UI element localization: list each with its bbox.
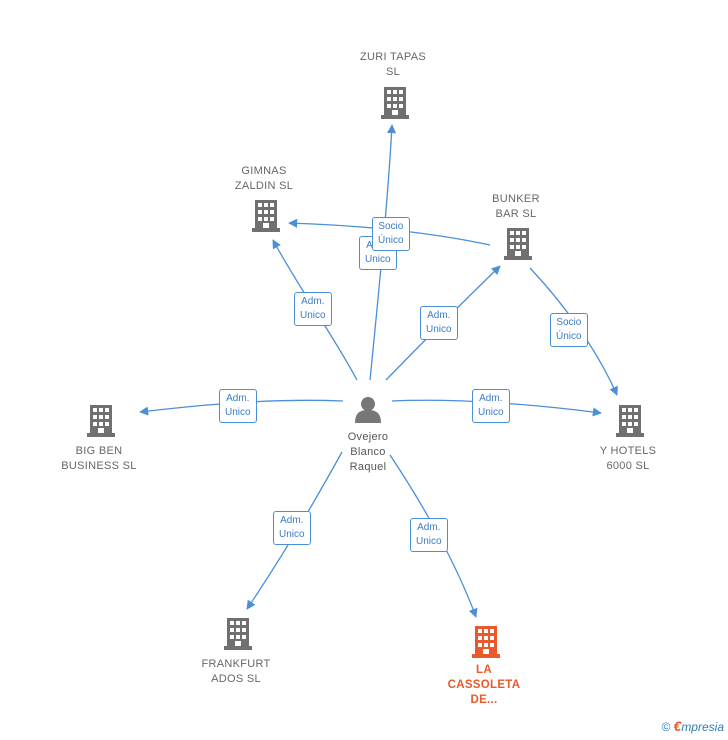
zuri-label-line2: SL (385, 66, 401, 78)
bunker-label-line2: BAR SL (495, 208, 537, 220)
bunker-label[interactable]: BUNKER BAR SL (466, 192, 566, 222)
frankfurt-label-line1: FRANKFURT (201, 658, 271, 670)
zuri-label[interactable]: ZURI TAPAS SL (343, 50, 443, 80)
bigben-label-line2: BUSINESS SL (61, 460, 137, 472)
person-label-line3: Raquel (349, 461, 387, 473)
copyright-icon: © (661, 720, 671, 734)
brand-initial: € (673, 718, 682, 734)
edge-label-bunker: Adm.Unico (420, 306, 458, 340)
brand-name: mpresia (681, 720, 724, 734)
bigben-label-line1: BIG BEN (75, 445, 123, 457)
yhotels-label[interactable]: Y HOTELS 6000 SL (578, 444, 678, 474)
zuri-label-line1: ZURI TAPAS (360, 51, 426, 63)
cassoleta-label-line1: LA (476, 664, 492, 676)
edge-label-frankfurt: Adm.Unico (273, 511, 311, 545)
edge-label-gimnas: Adm.Unico (294, 292, 332, 326)
frankfurt-label-line2: ADOS SL (211, 673, 261, 685)
person-label-line2: Blanco (350, 446, 386, 458)
edge-label-cassoleta: Adm.Unico (410, 518, 448, 552)
edge-label-yhotels: Adm.Unico (472, 389, 510, 423)
gimnas-label-line1: GIMNAS (241, 165, 287, 177)
cassoleta-label[interactable]: LA CASSOLETA DE... (434, 663, 534, 708)
yhotels-building-icon[interactable] (616, 405, 644, 437)
person-label-line1: Ovejero (347, 431, 389, 443)
gimnas-building-icon[interactable] (252, 200, 280, 232)
person-icon[interactable] (355, 397, 381, 423)
edge-label-bigben: Adm.Unico (219, 389, 257, 423)
gimnas-label-line2: ZALDIN SL (234, 180, 294, 192)
bigben-building-icon[interactable] (87, 405, 115, 437)
bunker-label-line1: BUNKER (492, 193, 540, 205)
cassoleta-label-line3: DE... (470, 694, 498, 706)
bigben-label[interactable]: BIG BEN BUSINESS SL (49, 444, 149, 474)
person-label[interactable]: Ovejero Blanco Raquel (318, 430, 418, 475)
bunker-building-icon[interactable] (504, 228, 532, 260)
zuri-building-icon[interactable] (381, 87, 409, 119)
yhotels-label-line2: 6000 SL (606, 460, 650, 472)
cassoleta-label-line2: CASSOLETA (447, 679, 521, 691)
cassoleta-building-icon[interactable] (472, 626, 500, 658)
yhotels-label-line1: Y HOTELS (599, 445, 657, 457)
frankfurt-label[interactable]: FRANKFURT ADOS SL (186, 657, 286, 687)
gimnas-label[interactable]: GIMNAS ZALDIN SL (214, 164, 314, 194)
frankfurt-building-icon[interactable] (224, 618, 252, 650)
empresia-logo[interactable]: ©€mpresia (662, 718, 724, 734)
